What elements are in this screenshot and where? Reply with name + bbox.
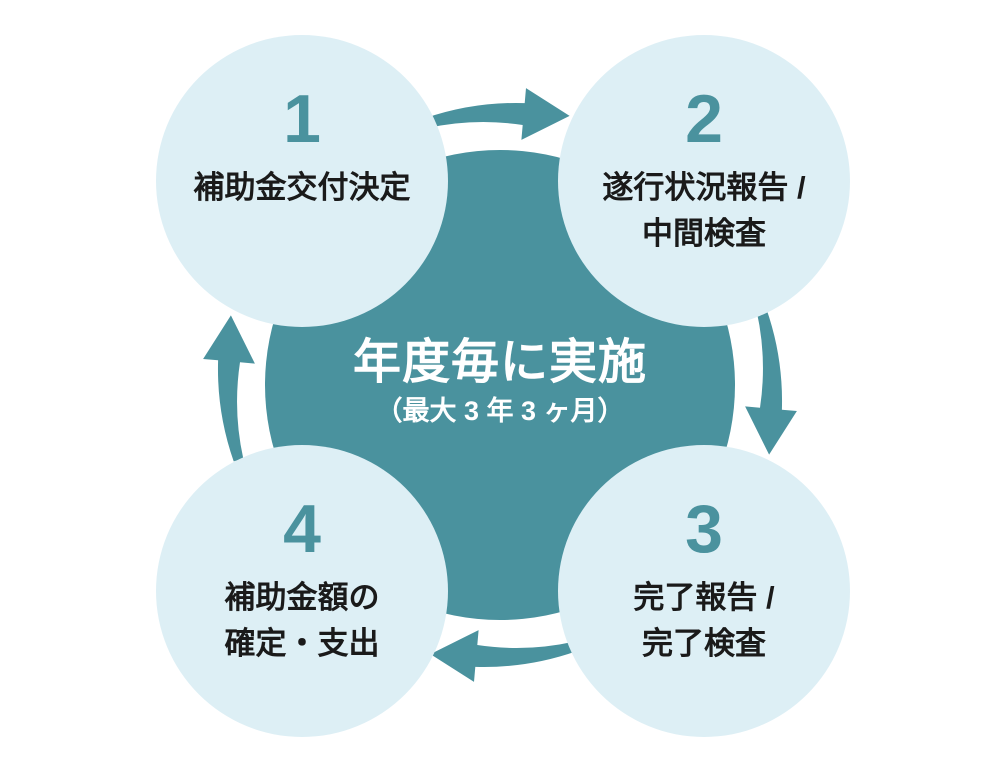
step-4-label-line-2: 確定・支出	[224, 626, 380, 661]
cycle-arrow-4-to-1-icon	[203, 315, 255, 462]
cycle-arrow-3-to-4-icon	[430, 630, 577, 682]
center-title: 年度毎に実施	[352, 336, 647, 389]
step-3-number: 3	[685, 491, 723, 567]
step-2-number: 2	[685, 81, 723, 157]
step-2-label-line-1: 遂行状況報告 /	[602, 170, 806, 205]
step-3-label-line-1: 完了報告 /	[633, 580, 775, 615]
cycle-arrow-2-to-3-icon	[745, 308, 797, 455]
center-text: 年度毎に実施 （最大 3 年 3 ヶ月）	[0, 337, 1000, 428]
step-circle-1: 1 補助金交付決定	[156, 35, 448, 327]
cycle-arrow-1-to-2-icon	[423, 88, 570, 140]
step-2-label-line-2: 中間検査	[642, 216, 766, 251]
step-circle-4: 4 補助金額の 確定・支出	[156, 445, 448, 737]
step-3-label-line-2: 完了検査	[642, 626, 766, 661]
step-4-label-line-1: 補助金額の	[224, 580, 380, 615]
step-1-label-line-1: 補助金交付決定	[193, 170, 411, 205]
step-4-number: 4	[283, 491, 321, 567]
step-circle-2: 2 遂行状況報告 / 中間検査	[558, 35, 850, 327]
step-1-number: 1	[283, 81, 321, 157]
center-subtitle: （最大 3 年 3 ヶ月）	[375, 396, 625, 426]
step-circle-3: 3 完了報告 / 完了検査	[558, 445, 850, 737]
